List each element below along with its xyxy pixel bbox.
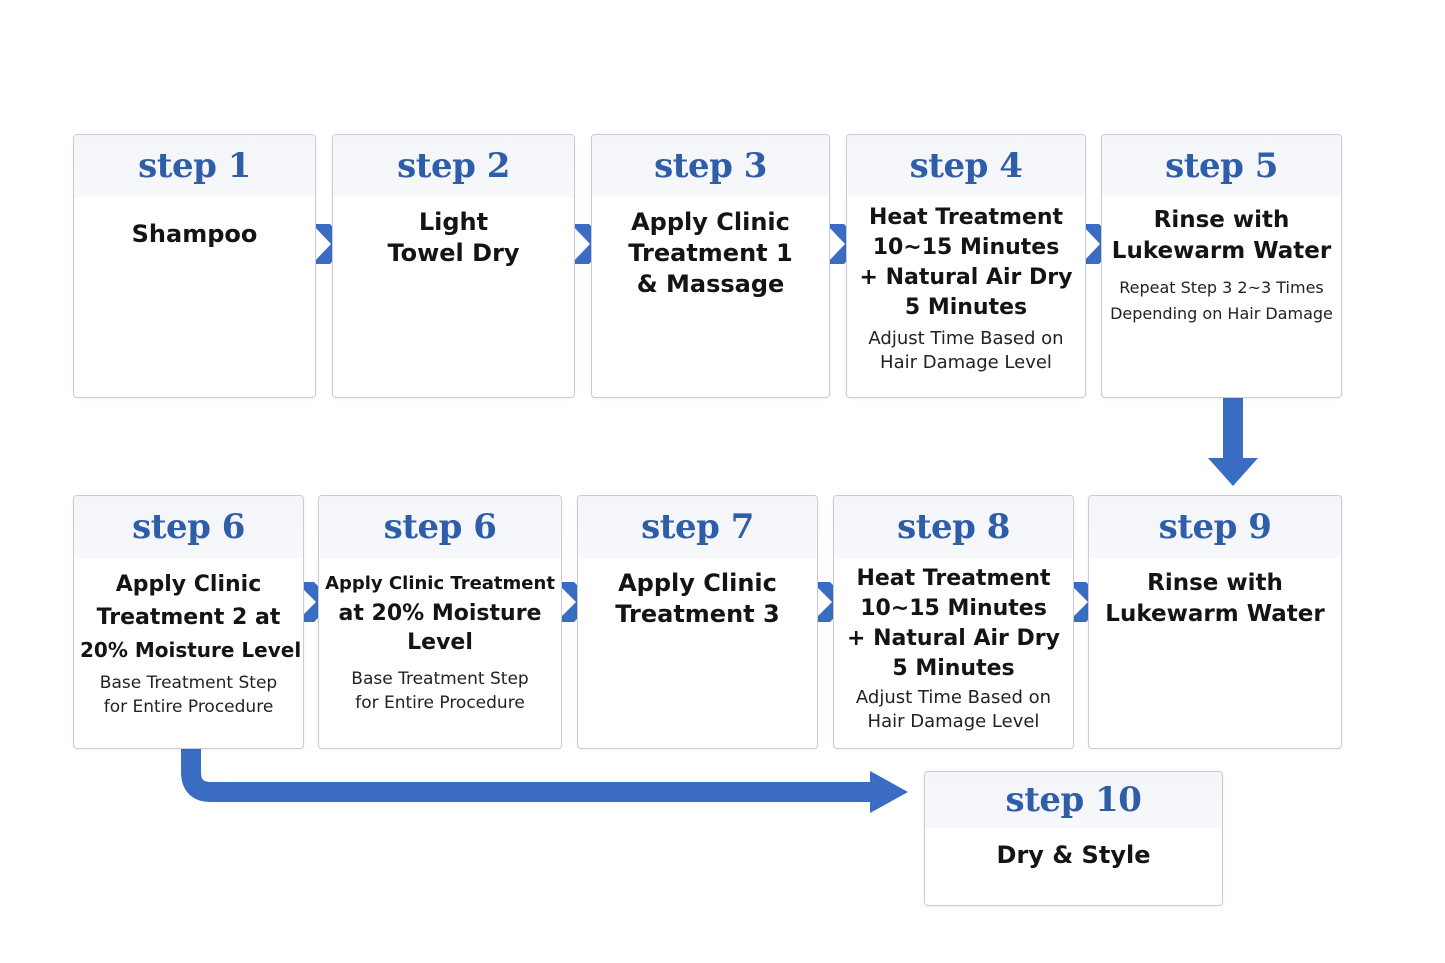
- step-title: Rinse with: [1153, 207, 1290, 233]
- step-title: 20% Moisture Level: [80, 638, 302, 662]
- step-note: Base Treatment Step: [351, 669, 529, 689]
- step-title: Rinse with: [1147, 570, 1283, 596]
- step-label: step 8: [897, 507, 1010, 547]
- step-title: 10~15 Minutes: [872, 235, 1060, 260]
- step-title: Heat Treatment: [856, 566, 1051, 591]
- step-title: Heat Treatment: [868, 205, 1064, 230]
- step-label: step 7: [641, 507, 754, 547]
- step-title: Lukewarm Water: [1111, 238, 1332, 264]
- step-card-1: step 1 Shampoo: [73, 134, 316, 398]
- step-label: step 1: [138, 146, 251, 186]
- step-card-8: step 8 Heat Treatment 10~15 Minutes + Na…: [833, 495, 1074, 749]
- step-card-10: step 10 Dry & Style: [924, 771, 1223, 906]
- step-title: Apply Clinic Treatment: [325, 573, 555, 594]
- step-label: step 6: [132, 507, 245, 547]
- step-title: 10~15 Minutes: [860, 596, 1047, 621]
- step-card-9: step 9 Rinse with Lukewarm Water: [1088, 495, 1342, 749]
- step-note: Base Treatment Step: [99, 673, 278, 693]
- right-arrow-icon: [870, 771, 908, 813]
- step-card-6a: step 6 Apply Clinic Treatment 2 at 20% M…: [73, 495, 304, 749]
- step-card-4: step 4 Heat Treatment 10~15 Minutes + Na…: [846, 134, 1086, 398]
- step-card-2: step 2 Light Towel Dry: [332, 134, 575, 398]
- step-label: step 3: [654, 146, 767, 186]
- step-title: + Natural Air Dry: [859, 265, 1073, 290]
- step-label: step 4: [909, 146, 1023, 186]
- step-note: for Entire Procedure: [103, 697, 274, 717]
- step-label: step 6: [383, 507, 497, 547]
- step-note: Adjust Time Based on: [868, 328, 1064, 349]
- step-label: step 5: [1165, 146, 1278, 186]
- step-title: Dry & Style: [996, 841, 1151, 869]
- step-card-6b: step 6 Apply Clinic Treatment at 20% Moi…: [318, 495, 562, 749]
- step-title: Apply Clinic: [618, 569, 777, 597]
- step-note: Hair Damage Level: [867, 711, 1040, 732]
- bent-arrow-shaft: [181, 748, 872, 802]
- down-arrow-icon: [1208, 398, 1258, 486]
- step-title: 5 Minutes: [904, 295, 1028, 320]
- step-title: Lukewarm Water: [1105, 601, 1325, 627]
- step-title: Treatment 3: [615, 600, 780, 628]
- step-title: Treatment 2 at: [96, 605, 281, 630]
- step-note: for Entire Procedure: [355, 693, 525, 713]
- step-title: Level: [407, 630, 473, 655]
- step-note: Depending on Hair Damage: [1110, 304, 1333, 323]
- step-card-7: step 7 Apply Clinic Treatment 3: [577, 495, 818, 749]
- step-title: Treatment 1: [628, 239, 793, 267]
- step-card-3: step 3 Apply Clinic Treatment 1 & Massag…: [591, 134, 830, 398]
- step-title: 5 Minutes: [892, 656, 1015, 681]
- step-title: & Massage: [636, 270, 785, 298]
- step-title: Apply Clinic: [631, 208, 790, 236]
- step-title: + Natural Air Dry: [847, 626, 1060, 651]
- step-card-5: step 5 Rinse with Lukewarm Water Repeat …: [1101, 134, 1342, 398]
- step-label: step 10: [1005, 780, 1142, 820]
- step-label: step 2: [397, 146, 510, 186]
- step-title: Towel Dry: [387, 239, 520, 267]
- step-title: Light: [418, 208, 489, 236]
- step-title: at 20% Moisture: [338, 601, 542, 626]
- step-label: step 9: [1158, 507, 1272, 547]
- step-title: Shampoo: [131, 220, 258, 248]
- step-note: Adjust Time Based on: [855, 687, 1052, 708]
- step-note: Repeat Step 3 2~3 Times: [1119, 278, 1324, 297]
- step-note: Hair Damage Level: [880, 352, 1052, 373]
- step-title: Apply Clinic: [115, 572, 262, 597]
